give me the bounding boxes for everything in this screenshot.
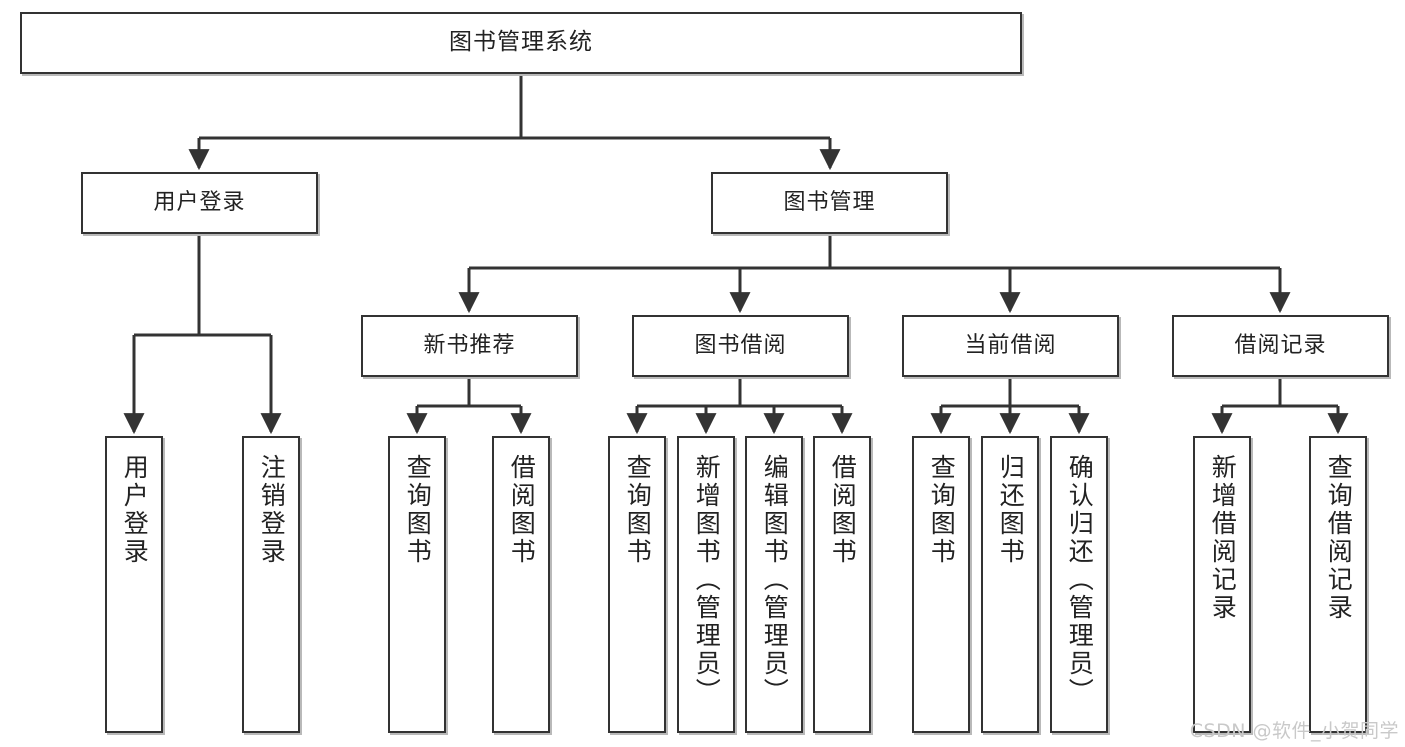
leaf-current-query-book[interactable]: 查询图书: [912, 436, 970, 733]
node-label: 当前借阅: [964, 333, 1057, 359]
leaf-current-confirm-return-admin[interactable]: 确认归还（管理员）: [1050, 436, 1108, 733]
node-label: 图书管理系统: [449, 29, 593, 56]
leaf-borrow-add-book-admin[interactable]: 新增图书（管理员）: [677, 436, 735, 733]
node-user-login[interactable]: 用户登录: [81, 172, 318, 234]
leaf-logout-login[interactable]: 注销登录: [242, 436, 300, 733]
node-label: 新增借阅记录: [1208, 454, 1238, 622]
node-label: 新增图书（管理员）: [692, 454, 722, 706]
leaf-borrow-edit-book-admin[interactable]: 编辑图书（管理员）: [745, 436, 803, 733]
leaf-user-login[interactable]: 用户登录: [105, 436, 163, 733]
node-root-system[interactable]: 图书管理系统: [20, 12, 1022, 74]
leaf-record-query-borrow-record[interactable]: 查询借阅记录: [1309, 436, 1367, 733]
node-label: 用户登录: [120, 454, 150, 566]
leaf-borrow-query-book[interactable]: 查询图书: [608, 436, 666, 733]
node-label: 归还图书: [996, 454, 1026, 566]
node-label: 借阅记录: [1234, 333, 1327, 359]
node-label: 借阅图书: [828, 454, 858, 566]
node-label: 图书管理: [783, 190, 876, 216]
node-book-borrow[interactable]: 图书借阅: [632, 315, 849, 377]
node-label: 新书推荐: [423, 333, 516, 359]
leaf-current-return-book[interactable]: 归还图书: [981, 436, 1039, 733]
node-book-management[interactable]: 图书管理: [711, 172, 948, 234]
node-label: 查询图书: [623, 454, 653, 566]
node-label: 编辑图书（管理员）: [760, 454, 790, 706]
node-label: 注销登录: [257, 454, 287, 566]
leaf-recommend-borrow-book[interactable]: 借阅图书: [492, 436, 550, 733]
node-current-borrow[interactable]: 当前借阅: [902, 315, 1119, 377]
leaf-record-add-borrow-record[interactable]: 新增借阅记录: [1193, 436, 1251, 733]
node-borrow-record[interactable]: 借阅记录: [1172, 315, 1389, 377]
node-label: 查询图书: [403, 454, 433, 566]
node-label: 图书借阅: [694, 333, 787, 359]
node-label: 用户登录: [153, 190, 246, 216]
node-label: 借阅图书: [507, 454, 537, 566]
node-label: 查询图书: [927, 454, 957, 566]
node-label: 查询借阅记录: [1324, 454, 1354, 622]
node-label: 确认归还（管理员）: [1065, 454, 1095, 706]
leaf-borrow-borrow-book[interactable]: 借阅图书: [813, 436, 871, 733]
node-new-book-recommend[interactable]: 新书推荐: [361, 315, 578, 377]
csdn-watermark: CSDN @软件_小贺同学: [1189, 720, 1399, 742]
leaf-recommend-query-book[interactable]: 查询图书: [388, 436, 446, 733]
